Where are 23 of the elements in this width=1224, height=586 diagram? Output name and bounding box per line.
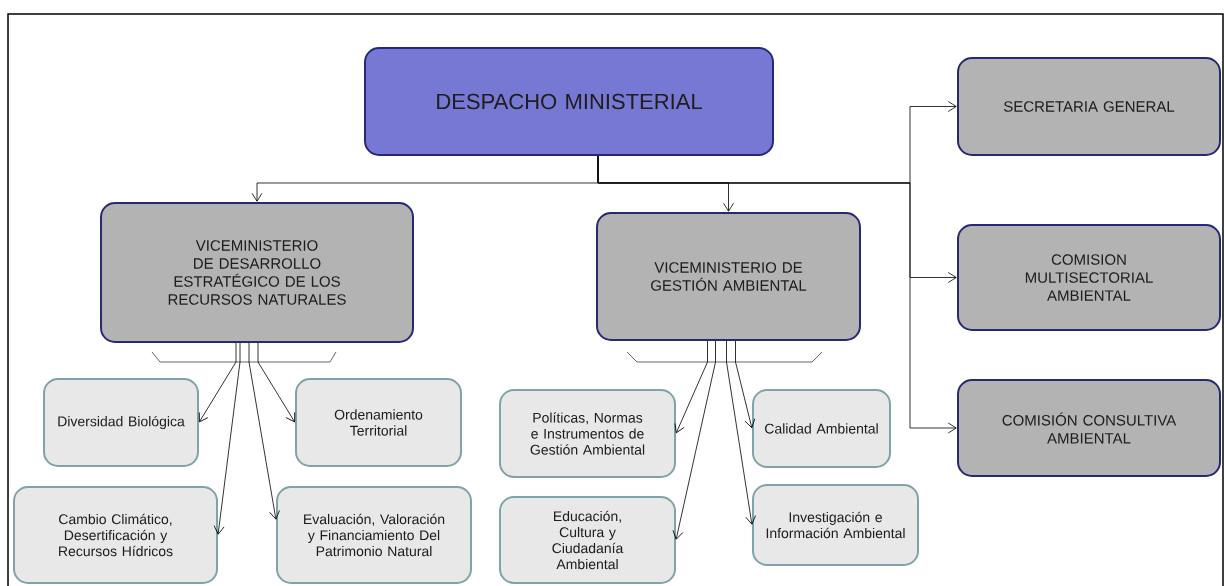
arrow [248, 342, 280, 520]
unit-box: SECRETARIA GENERAL [957, 57, 1221, 156]
arrow [213, 342, 241, 535]
arrow [597, 155, 957, 434]
arrow [672, 340, 716, 540]
office-box: Cambio Climático, Desertificación y Recursos Hídricos [13, 486, 218, 584]
arrow [735, 340, 756, 429]
unit-box: VICEMINISTERIO DE GESTIÓN AMBIENTAL [596, 212, 861, 341]
office-box: Ordenamiento Territorial [295, 378, 462, 467]
office-box: Evaluación, Valoración y Financiamiento Del Patrimonio Natural [276, 486, 472, 584]
office-box: Políticas, Normas e Instrumentos de Gestión Ambiental [499, 389, 676, 478]
office-box: Calidad Ambiental [752, 389, 891, 468]
top-box: DESPACHO MINISTERIAL [364, 47, 774, 156]
unit-box: COMISIÓN CONSULTIVA AMBIENTAL [957, 379, 1221, 477]
office-box: Diversidad Biológica [43, 378, 199, 467]
arrow [257, 342, 296, 423]
unit-box: VICEMINISTERIO DE DESARROLLO ESTRATÉGICO DE LOS RECURSOS NATURALES [100, 202, 414, 343]
arrow [198, 342, 237, 423]
arrow [726, 340, 756, 525]
office-box: Educación, Cultura y Ciudadanía Ambiental [499, 496, 676, 584]
office-box: Investigación e Información Ambiental [752, 484, 919, 566]
unit-box: COMISION MULTISECTORIAL AMBIENTAL [957, 224, 1221, 331]
arrow [674, 340, 708, 434]
